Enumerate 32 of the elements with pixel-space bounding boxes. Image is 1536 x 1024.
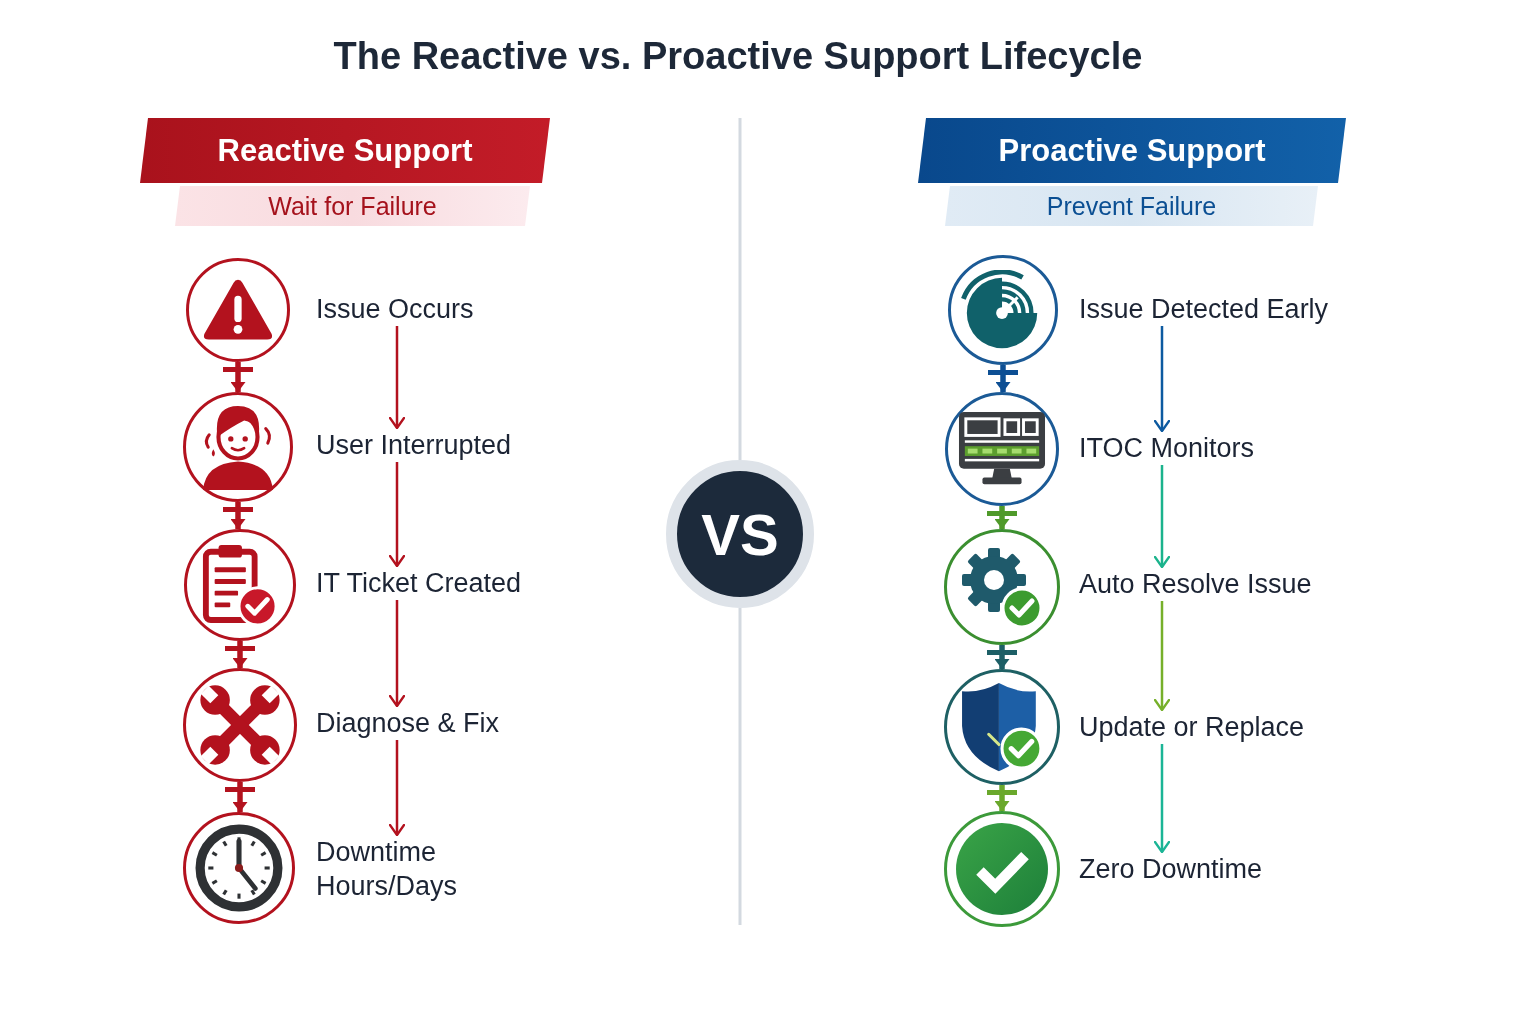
arrow xyxy=(223,362,253,392)
step-label: Auto Resolve Issue xyxy=(1079,567,1312,601)
step-label: User Interrupted xyxy=(316,428,512,462)
step-label: Diagnose & Fix xyxy=(316,706,500,740)
arrow xyxy=(988,365,1018,392)
arrow xyxy=(987,506,1017,529)
arrow xyxy=(1153,465,1171,569)
arrow xyxy=(987,645,1017,669)
step-label: Issue Detected Early xyxy=(1079,292,1329,326)
arrow xyxy=(1153,326,1171,433)
arrow xyxy=(388,462,406,568)
step-label: Zero Downtime xyxy=(1079,852,1263,886)
diagram-title: The Reactive vs. Proactive Support Lifecycle xyxy=(333,34,1143,79)
step-label: ITOC Monitors xyxy=(1079,431,1255,465)
step-label: Issue Occurs xyxy=(316,292,474,326)
step-label: IT Ticket Created xyxy=(316,566,522,600)
arrow xyxy=(225,782,255,812)
subtitle-banner: Wait for Failure xyxy=(175,186,530,226)
arrow xyxy=(388,600,406,708)
arrow xyxy=(225,641,255,668)
arrow xyxy=(1153,601,1171,712)
step-label: Update or Replace xyxy=(1079,710,1305,744)
subtitle-banner: Prevent Failure xyxy=(945,186,1318,226)
arrow xyxy=(1153,744,1171,854)
section-header-banner: Reactive Support xyxy=(140,118,550,183)
versus-badge: VS xyxy=(666,460,814,608)
step-label: Downtime Hours/Days xyxy=(316,835,506,903)
arrow xyxy=(388,326,406,430)
section-header-banner: Proactive Support xyxy=(918,118,1346,183)
arrow xyxy=(987,785,1017,811)
arrow xyxy=(388,740,406,837)
arrow xyxy=(223,502,253,529)
